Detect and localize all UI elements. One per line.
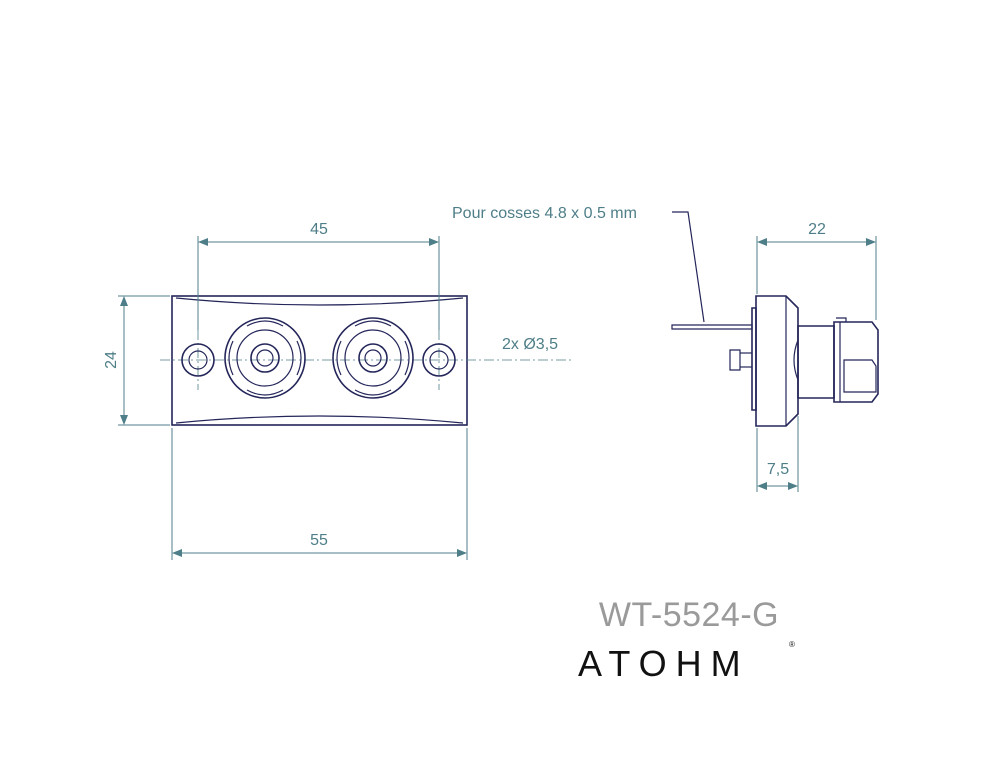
callout-leader-line [672, 211, 705, 323]
tab-callout: Pour cosses 4.8 x 0.5 mm [452, 205, 705, 323]
dimension-outer-width: 55 [171, 428, 468, 560]
registered-mark: ® [789, 640, 795, 649]
dimension-flange: 7,5 [756, 416, 799, 492]
holes-diameter-label: 2x Ø3,5 [502, 336, 558, 353]
dimension-label-7-5: 7,5 [767, 461, 789, 478]
front-view: 45 55 24 2x Ø3,5 [103, 221, 572, 560]
side-flange [755, 295, 799, 427]
side-cap [833, 321, 879, 403]
side-view: 22 7,5 Pour cosses 4.8 x 0.5 mm [452, 205, 879, 492]
dimension-height: 24 [103, 295, 170, 426]
dimension-label-45: 45 [310, 221, 328, 238]
front-plate-bottom-bevel [175, 415, 464, 424]
side-body [797, 325, 835, 399]
front-plate-top-bevel [175, 297, 464, 306]
dimension-label-22: 22 [808, 221, 826, 238]
right-binding-post [332, 317, 414, 399]
rear-stud [729, 349, 741, 371]
left-binding-post [224, 317, 306, 399]
solder-tab [671, 324, 753, 330]
front-plate-outline [171, 295, 468, 426]
right-mounting-hole [422, 343, 456, 377]
left-mounting-hole [181, 343, 215, 377]
model-number: WT-5524-G [599, 596, 779, 634]
callout-label: Pour cosses 4.8 x 0.5 mm [452, 205, 637, 222]
dimension-depth: 22 [756, 221, 877, 320]
brand-logo: ATOHM [578, 643, 750, 684]
dimension-label-24: 24 [103, 351, 120, 369]
dimension-label-55: 55 [310, 532, 328, 549]
dimension-hole-spacing: 45 [197, 221, 440, 330]
